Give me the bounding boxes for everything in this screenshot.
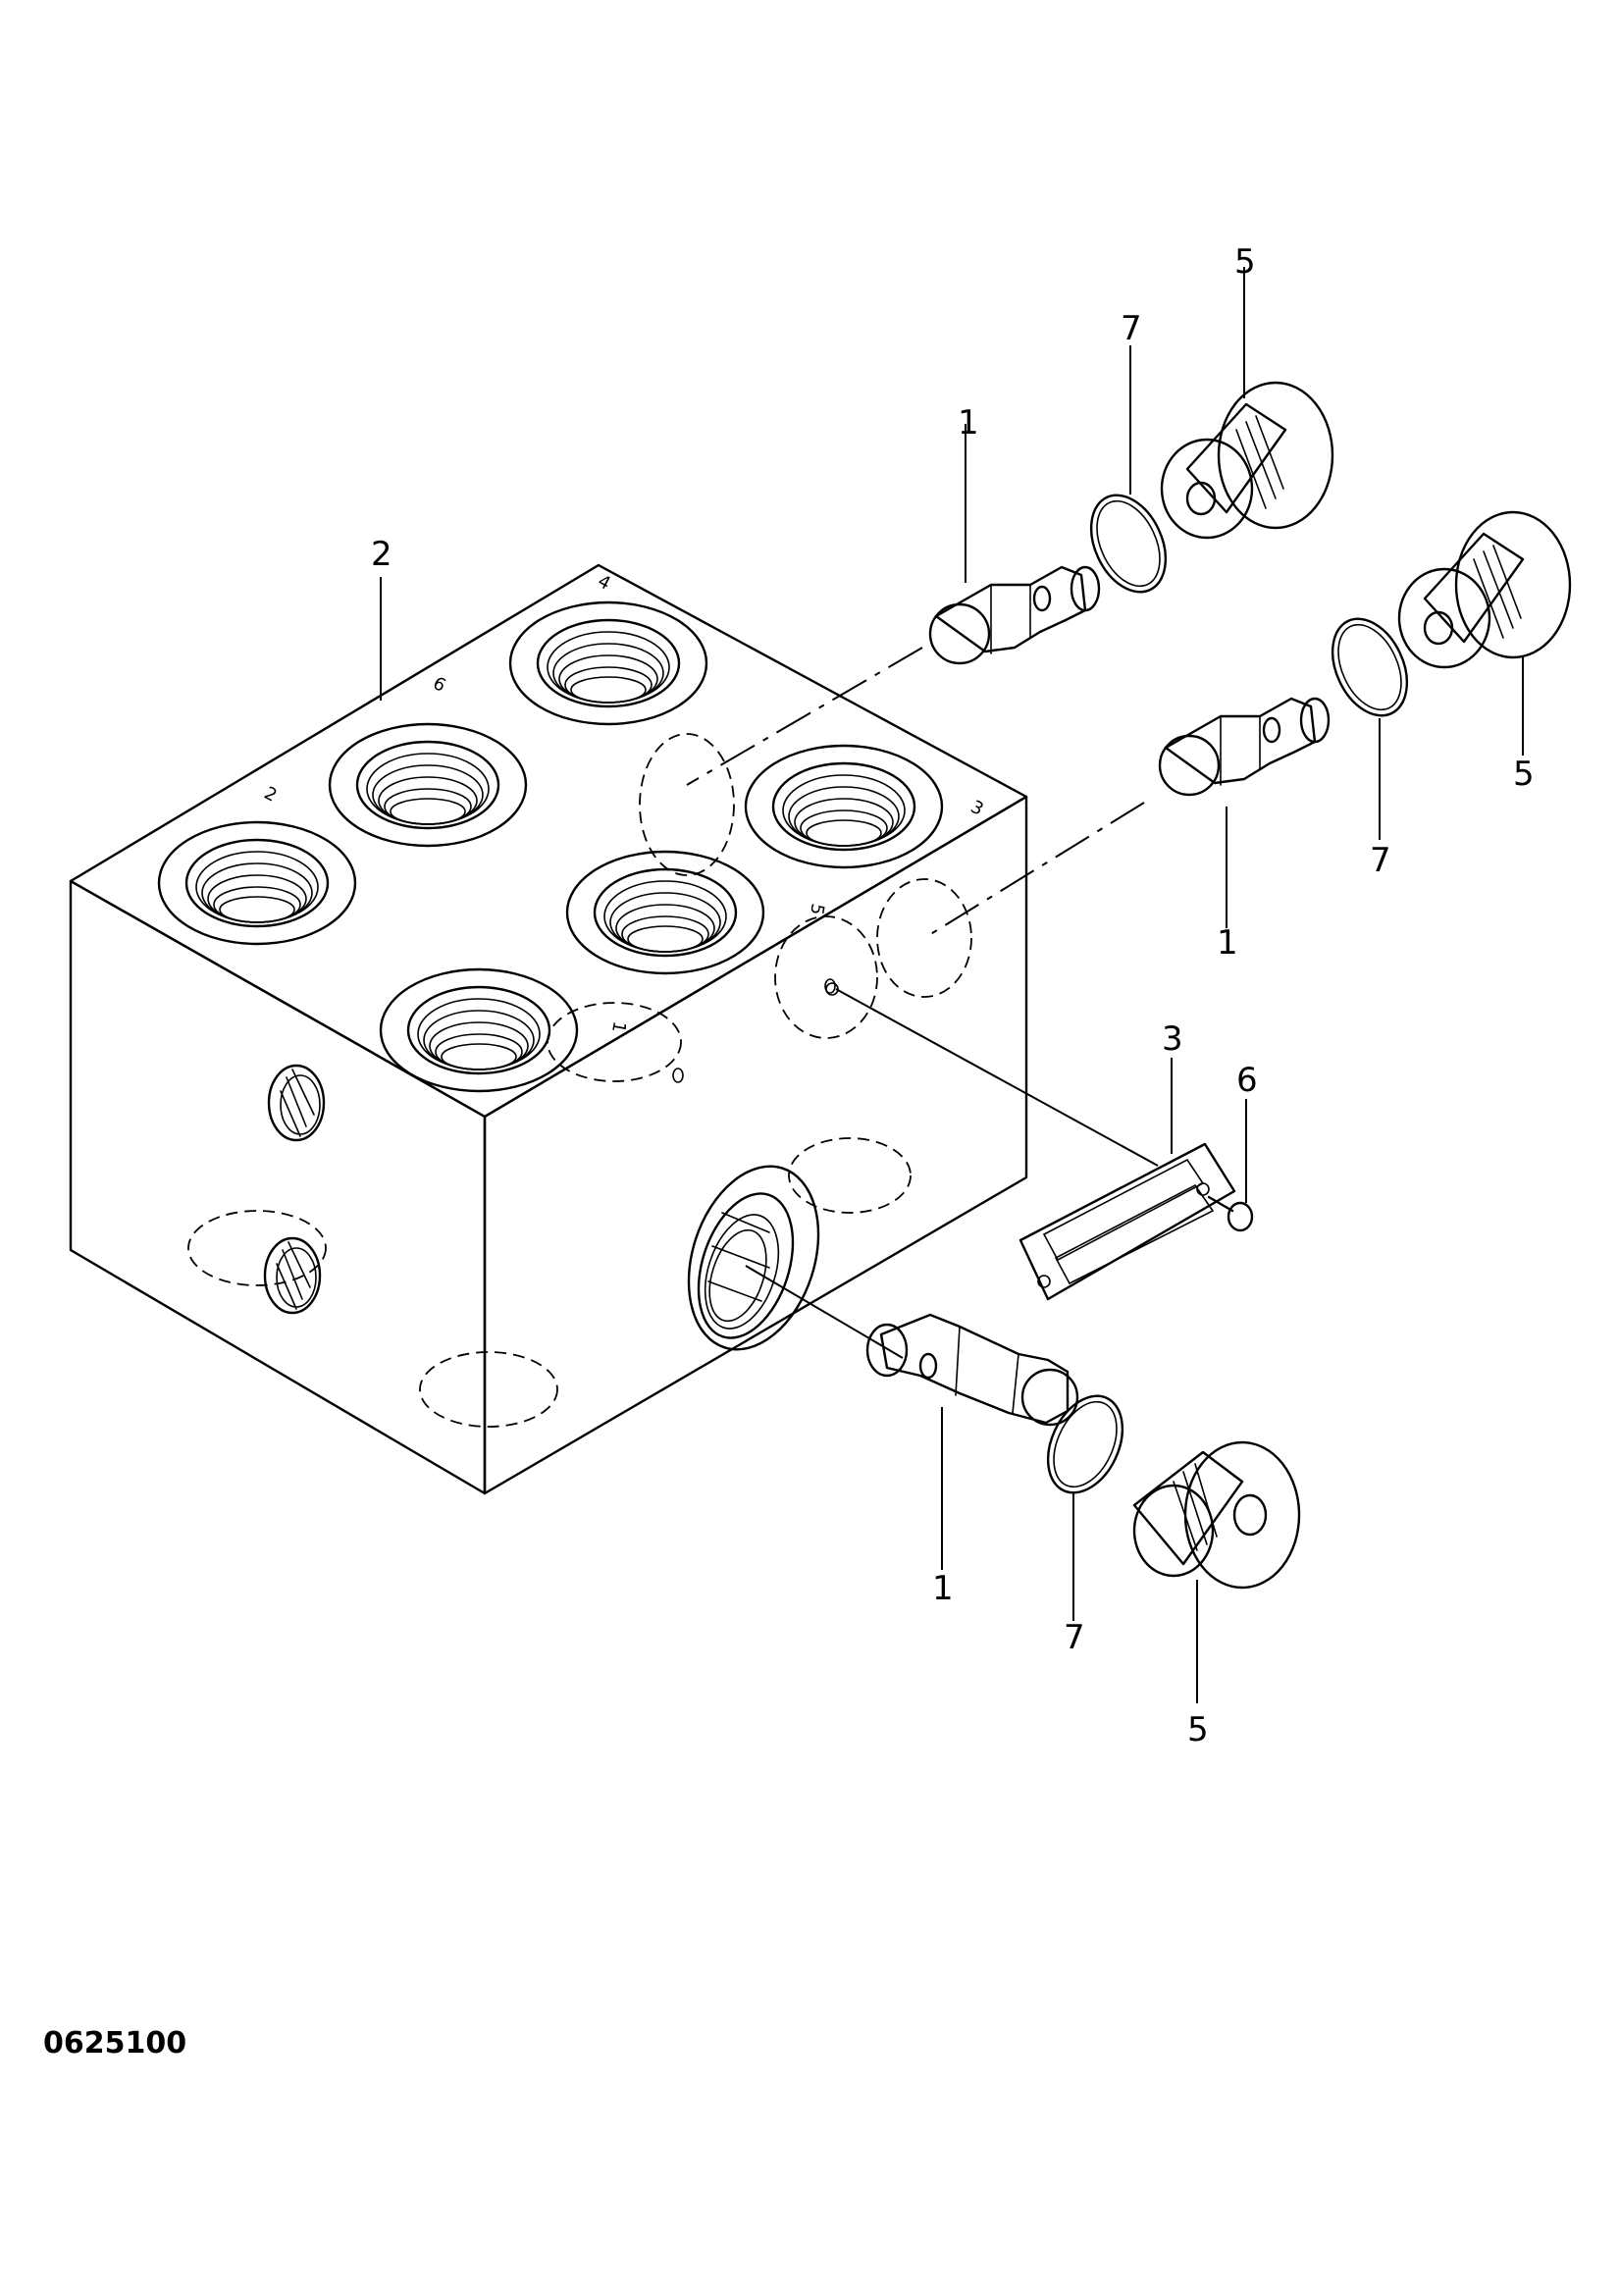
port-number-2: 2: [261, 783, 281, 807]
side-port-upper: [267, 1064, 326, 1142]
port-number-1: 1: [607, 1019, 630, 1034]
callout-body: 2: [371, 535, 392, 574]
top-port-5: [565, 850, 765, 975]
top-port-6: [328, 722, 528, 848]
callout-name-plate: 3: [1162, 1019, 1183, 1059]
top-port-4: [508, 600, 708, 726]
side-port-lower: [263, 1236, 322, 1315]
plug-upper: [1160, 381, 1334, 540]
spool-middle: [1158, 697, 1331, 797]
top-port-3: [744, 744, 944, 869]
callout-spool-lower: 1: [932, 1569, 954, 1608]
assembly-centerlines: [686, 647, 1159, 1359]
plug-middle: [1397, 510, 1572, 669]
port-number-3: 3: [967, 797, 987, 820]
port-number-5: 5: [806, 902, 828, 916]
top-port-2: [157, 820, 357, 946]
o-ring-lower: [1046, 1394, 1124, 1494]
right-face-port: [687, 1165, 820, 1351]
callout-plug-lower: 5: [1187, 1710, 1209, 1749]
callout-o-ring-lower: 7: [1064, 1618, 1085, 1657]
spool-upper: [928, 565, 1101, 665]
callout-leaders: [380, 267, 1524, 1703]
callout-spool-middle: 1: [1217, 923, 1238, 963]
port-number-4: 4: [595, 571, 614, 595]
callout-o-ring-middle: 7: [1370, 841, 1391, 880]
figure-number: 0625100: [43, 2026, 186, 2061]
callout-plug-middle: 5: [1513, 755, 1535, 794]
callout-numbers: 2 1 7 5 1 7 5 1 7 5 3 6: [371, 242, 1535, 1749]
callout-screw: 6: [1236, 1061, 1258, 1100]
callout-plug-upper: 5: [1234, 242, 1256, 282]
name-plate: [1018, 1142, 1236, 1301]
o-ring-upper: [1089, 494, 1168, 594]
spool-lower: [865, 1313, 1079, 1427]
drive-screw: [1207, 1195, 1254, 1232]
plug-lower: [1132, 1440, 1301, 1590]
o-ring-middle: [1331, 617, 1409, 717]
callout-o-ring-upper: 7: [1121, 309, 1142, 348]
valve-body: 2 6 4 3 5 1: [69, 563, 1028, 1495]
port-number-6: 6: [430, 673, 449, 697]
top-port-1: [379, 967, 579, 1093]
callout-spool-upper: 1: [958, 403, 979, 443]
